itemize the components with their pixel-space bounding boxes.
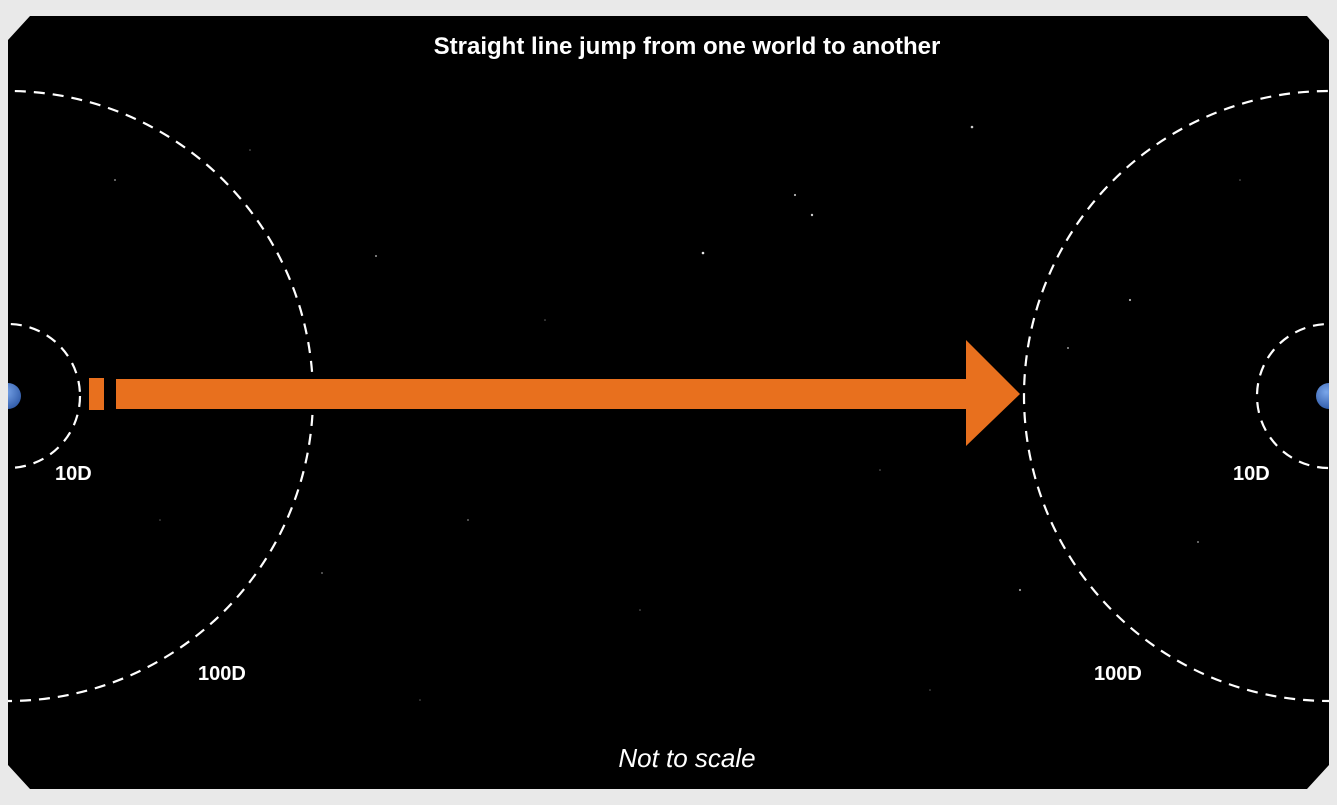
diagram-title: Straight line jump from one world to ano…	[434, 33, 941, 60]
left-inner-label: 10D	[55, 463, 92, 485]
scale-note: Not to scale	[618, 743, 755, 773]
left-planet	[8, 383, 21, 409]
left-outer-label: 100D	[198, 663, 246, 685]
right-inner-label: 10D	[1233, 463, 1270, 485]
star-field	[114, 125, 1241, 701]
right-outer-ring-100d	[1022, 89, 1329, 703]
ship-marker	[89, 378, 104, 410]
jump-arrow	[116, 340, 1020, 446]
right-outer-label: 100D	[1094, 663, 1142, 685]
right-planet	[1316, 383, 1329, 409]
left-inner-ring-10d	[8, 322, 82, 470]
